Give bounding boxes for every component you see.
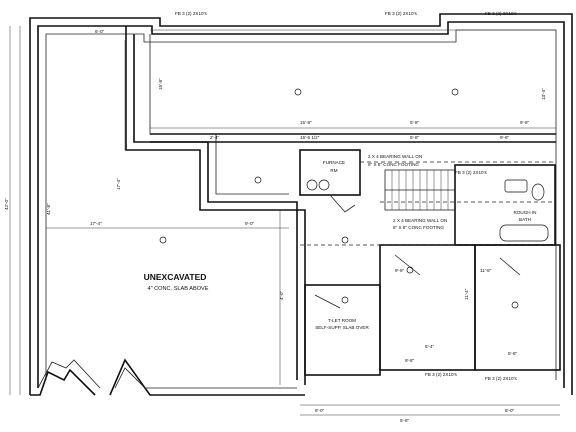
- dim-bottom-3: 5'-8": [400, 418, 410, 423]
- furnace-room: [299, 149, 361, 213]
- bearing-wall-label-1: 2 X 4 BEARING WALL ON: [368, 154, 422, 159]
- furnace-sub: RM: [330, 168, 337, 173]
- bearing-wall-label-2: 2 X 4 BEARING WALL ON: [393, 218, 447, 223]
- stair: [384, 169, 456, 211]
- dim-room-1: 9'-8": [395, 268, 405, 273]
- ceiling-lights: [159, 88, 519, 309]
- dim-mid-4: 9'-8": [500, 135, 510, 140]
- dim-mid-3: 5'-8": [410, 135, 420, 140]
- dim-center: 17'-4": [90, 221, 102, 226]
- dim-right-2: 9'-8": [520, 120, 530, 125]
- upper-room-walls: [125, 26, 556, 385]
- lower-left-bay-walls: [30, 358, 305, 396]
- right-rooms: [379, 164, 561, 371]
- dim-mid-1: 2'-4": [210, 135, 220, 140]
- dim-left-inner: 41'-8": [46, 203, 51, 215]
- dim-top-3: 5'-8": [410, 120, 420, 125]
- dim-top-1: 6'-0": [95, 29, 105, 34]
- dim-room-2: 11'-8": [480, 268, 492, 273]
- utility-room-sub: SELF-SUPP. SLAB OVER: [315, 325, 369, 330]
- fb-label-bottom-2: FB 3 (2) 2X10's: [485, 376, 517, 381]
- dim-room-3: 5'-4": [425, 344, 435, 349]
- dim-room-4: 9'-8": [405, 358, 415, 363]
- dim-right-1: 5'-8": [508, 351, 518, 356]
- unexcavated-subtitle: 4" CONC. SLAB ABOVE: [147, 286, 208, 292]
- dim-vert-2: 13'-4": [541, 88, 546, 100]
- bearing-wall-label-2b: 8" X 8" CONC FOOTING: [393, 225, 444, 230]
- fb-label-top-2: FB 3 (2) 2X10's: [385, 11, 417, 16]
- dim-center-2: 9'-0": [245, 221, 255, 226]
- dim-bottom-2: 8'-0": [505, 408, 515, 413]
- dim-left-vert: 42'-0": [4, 198, 9, 210]
- furnace-label: FURNACE: [323, 160, 345, 165]
- dim-center-3: 17'-4": [116, 178, 121, 190]
- rough-in-sub: BATH: [519, 217, 531, 222]
- bearing-beams: [300, 161, 560, 246]
- fb-label-bottom-1: FB 3 (2) 2X10's: [425, 372, 457, 377]
- dim-bottom-1: 8'-0": [315, 408, 325, 413]
- bearing-wall-label-1b: 8" X 8" CONC FOOTING: [368, 162, 419, 167]
- unexcavated-title: UNEXCAVATED: [144, 272, 207, 282]
- dim-vert-4: 11'-4": [464, 288, 469, 300]
- fb-label-mid: FB 3 (2) 2X10's: [455, 170, 487, 175]
- plan-labels: UNEXCAVATED 4" CONC. SLAB ABOVE FURNACE …: [4, 11, 546, 423]
- dim-mid-2: 15'-5 1/2": [300, 135, 320, 140]
- utility-room-title: T-LET ROOM: [328, 318, 356, 323]
- dimension-lines: [9, 26, 560, 416]
- dim-vert-1: 15'-8": [158, 78, 163, 90]
- rough-in-title: ROUGH IN: [514, 210, 537, 215]
- utility-room: [304, 284, 381, 376]
- dim-top-2: 15'-8": [300, 120, 312, 125]
- outer-foundation-walls: [29, 13, 573, 395]
- fb-label-top-3: FB 3 (2) 2X10's: [485, 11, 517, 16]
- dim-vert-3: 4'-0": [279, 290, 284, 300]
- fb-label-top-1: FB 3 (2) 2X10's: [175, 11, 207, 16]
